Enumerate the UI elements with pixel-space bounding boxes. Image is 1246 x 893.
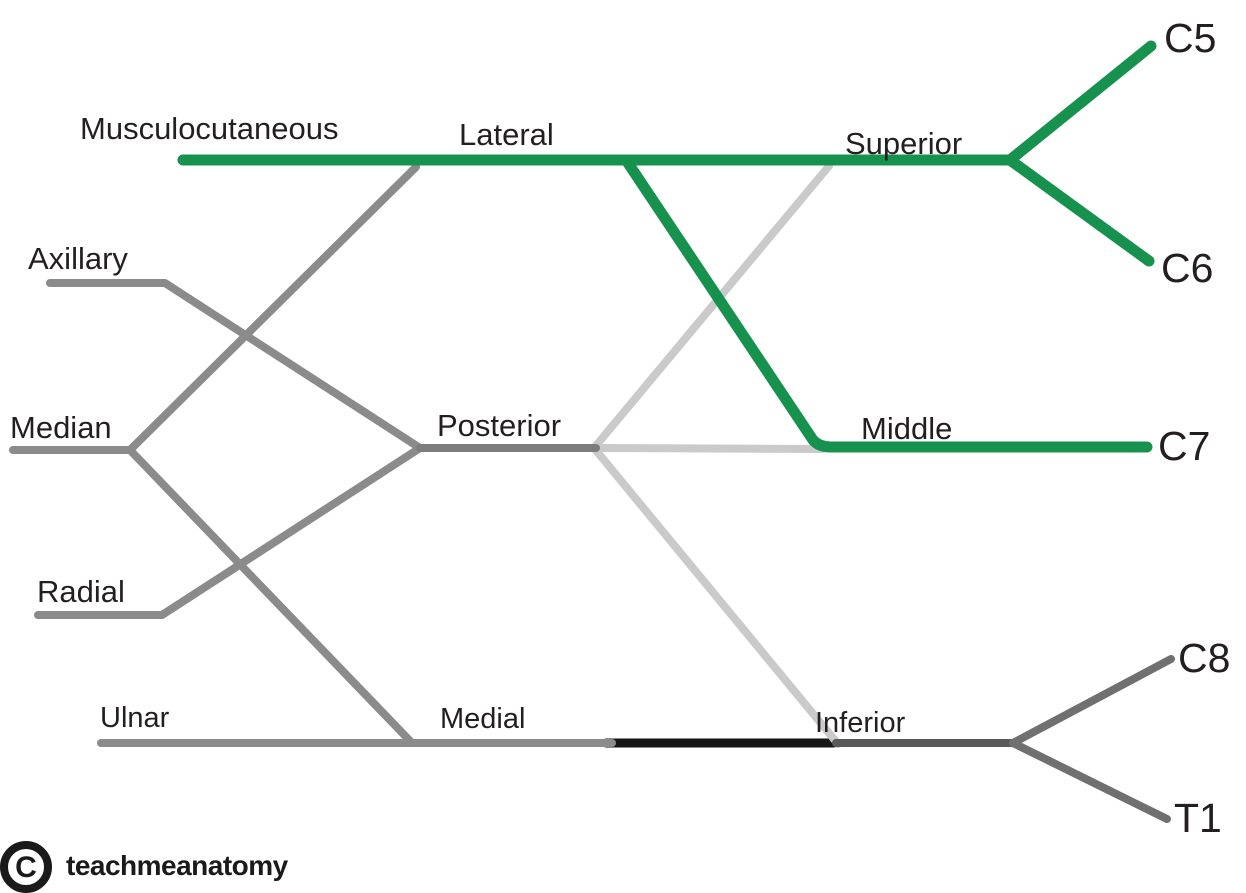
c6-root-label: C6 [1161, 245, 1214, 291]
superior-posterior-division-line [590, 162, 833, 452]
copyright-circle-icon: C [0, 841, 52, 893]
inferior-to-c8-line [1009, 655, 1175, 747]
medial-cord-label: Medial [440, 703, 526, 735]
superior-to-c5-line [1004, 40, 1157, 166]
posterior-cord-label: Posterior [437, 408, 562, 443]
attribution-text: teachmeanatomy [66, 850, 288, 881]
inferior-posterior-division-line [590, 444, 842, 748]
median-nerve-medial-contribution-line [126, 446, 416, 747]
middle-posterior-division-line [590, 444, 826, 453]
superior-to-c6-line [1004, 154, 1155, 267]
musculocutaneous-label: Musculocutaneous [80, 111, 339, 146]
inferior-to-t1-line [1009, 739, 1171, 823]
c5-root-label: C5 [1164, 15, 1217, 61]
axillary-nerve-line [46, 279, 424, 452]
t1-root-label: T1 [1174, 795, 1222, 841]
attribution: C teachmeanatomy [0, 841, 288, 893]
radial-label: Radial [37, 574, 125, 609]
copyright-letter: C [15, 851, 37, 884]
c8-root-label: C8 [1178, 635, 1231, 681]
axillary-label: Axillary [28, 241, 128, 276]
radial-nerve-line [34, 444, 424, 619]
ulnar-label: Ulnar [100, 702, 170, 734]
middle-trunk-label: Middle [861, 411, 953, 446]
lateral-to-middle-c7-line [620, 154, 1153, 453]
c7-root-label: C7 [1158, 423, 1211, 469]
superior-trunk-label: Superior [845, 126, 963, 161]
lateral-cord-label: Lateral [459, 117, 554, 152]
inferior-trunk-label: Inferior [815, 707, 906, 739]
median-label: Median [10, 410, 112, 445]
